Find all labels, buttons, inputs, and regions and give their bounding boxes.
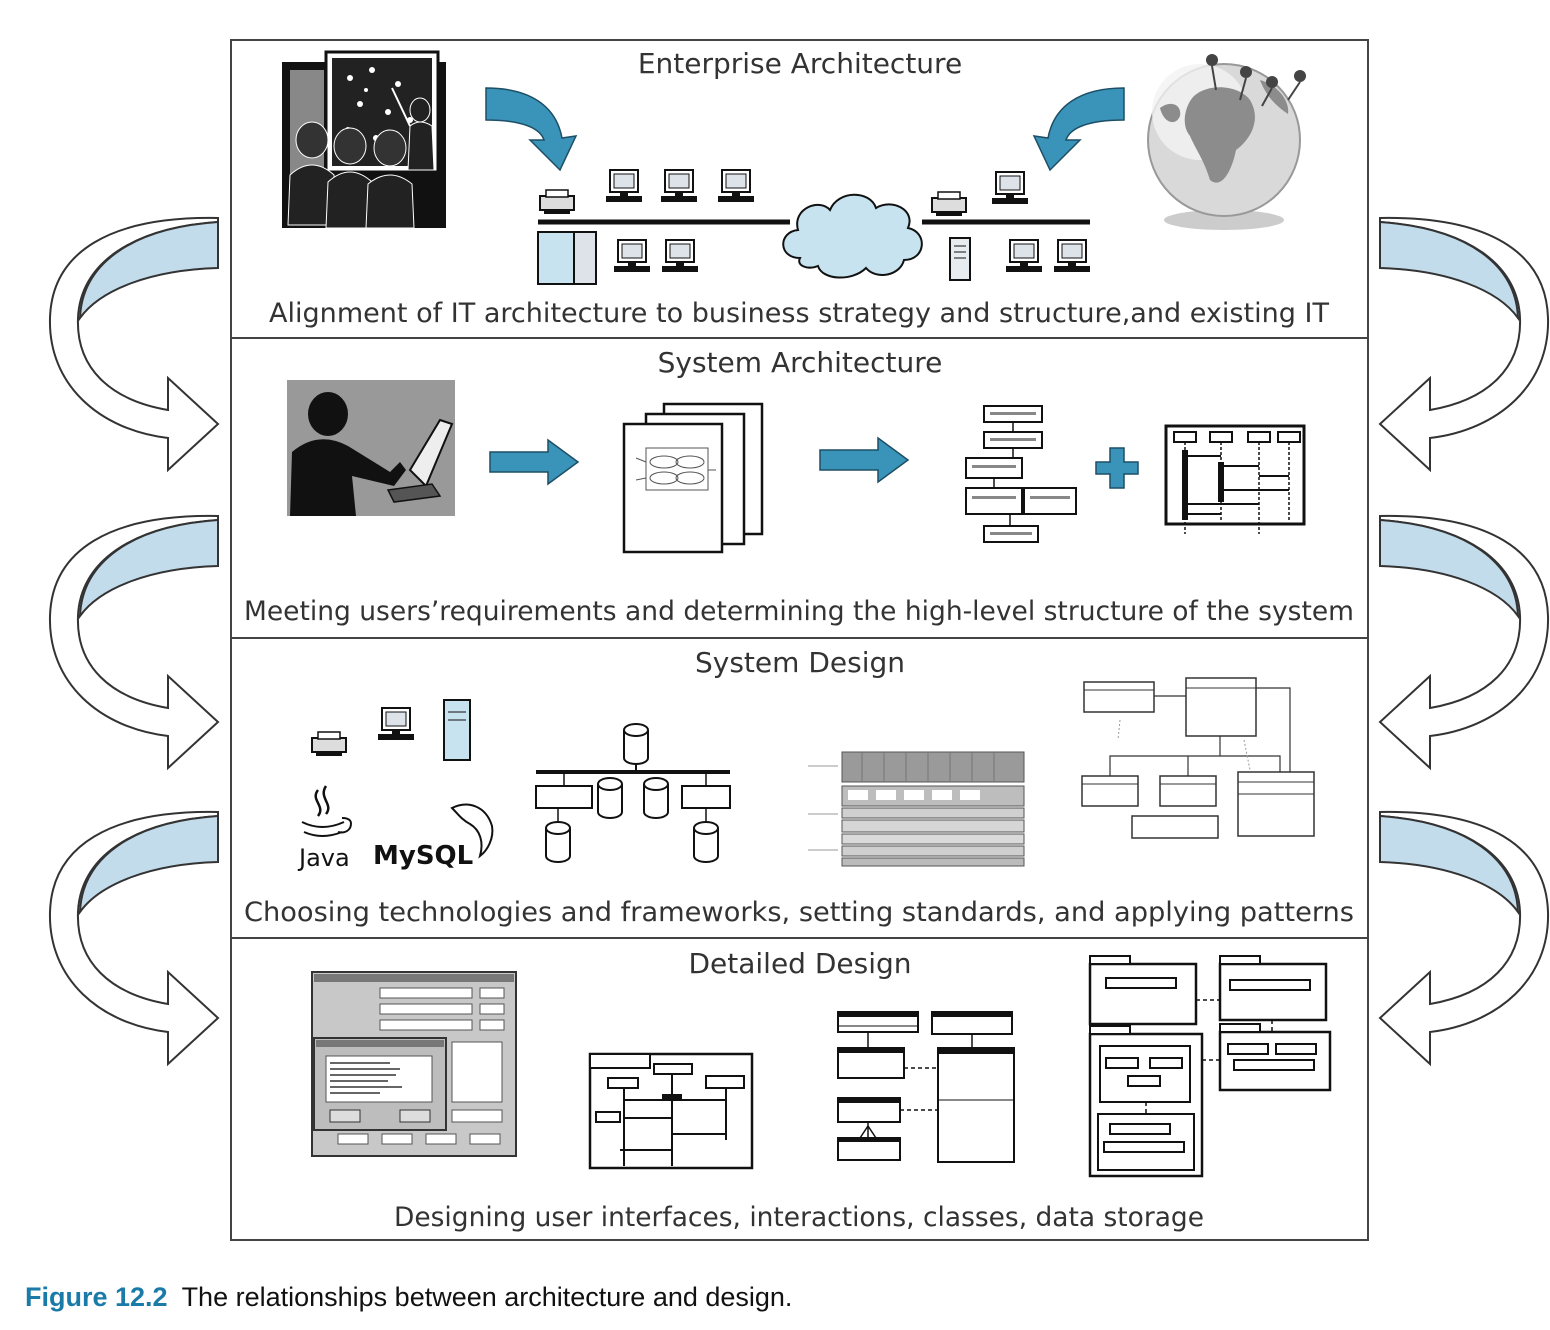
layer-title-enterprise-architecture: Enterprise Architecture (638, 47, 962, 80)
figure-label: Figure 12.2 (25, 1282, 168, 1312)
class-diagram-icon (1081, 677, 1315, 839)
document-stack-icon (622, 402, 764, 554)
package-diagram-icon (1088, 955, 1332, 1178)
layer-title-detailed-design: Detailed Design (688, 947, 911, 980)
thick-blue-arrow-icon (819, 436, 910, 484)
network-icon (537, 169, 1091, 285)
layer-caption-system-architecture: Meeting users’requirements and determini… (244, 596, 1354, 627)
plus-icon (1095, 447, 1139, 489)
figure-caption: Figure 12.2 The relationships between arc… (25, 1282, 792, 1313)
uml-class-icon (837, 1011, 1015, 1163)
layer-caption-detailed-design: Designing user interfaces, interactions,… (394, 1202, 1204, 1233)
right-curved-arrow-icon (1378, 514, 1550, 771)
layer-caption-enterprise-architecture: Alignment of IT architecture to business… (269, 298, 1330, 329)
figure-text: The relationships between architecture a… (181, 1282, 793, 1312)
interaction-diagram-icon (588, 1052, 754, 1170)
mysql-logo-icon: MySQL (373, 803, 494, 871)
left-curved-arrow-icon (48, 216, 220, 473)
business-meeting-icon (282, 50, 446, 229)
sequence-diagram-icon (1164, 424, 1306, 534)
layered-architecture-icon (808, 751, 1025, 867)
right-curved-arrow-icon (1378, 216, 1550, 473)
thick-blue-arrow-icon (489, 438, 580, 486)
globe-icon (1147, 54, 1306, 230)
database-network-icon (535, 723, 731, 863)
hardware-icon (311, 699, 471, 761)
component-diagram-icon (965, 405, 1077, 543)
java-logo-icon: Java (297, 785, 352, 872)
left-side-arrows (48, 216, 220, 1067)
right-side-arrows (1378, 216, 1550, 1067)
right-curved-arrow-icon (1378, 810, 1550, 1067)
java-logo-text: Java (297, 844, 350, 872)
left-curved-arrow-icon (48, 810, 220, 1067)
dialog-window-icon (311, 971, 517, 1157)
blue-curved-arrow-left-icon (485, 87, 578, 172)
layer-title-system-design: System Design (695, 646, 905, 679)
layer-caption-system-design: Choosing technologies and frameworks, se… (244, 897, 1354, 928)
left-curved-arrow-icon (48, 514, 220, 771)
layer-title-system-architecture: System Architecture (658, 346, 943, 379)
blue-curved-arrow-right-icon (1032, 87, 1125, 172)
mysql-logo-text: MySQL (373, 841, 473, 871)
woman-at-laptop-icon (287, 380, 455, 516)
